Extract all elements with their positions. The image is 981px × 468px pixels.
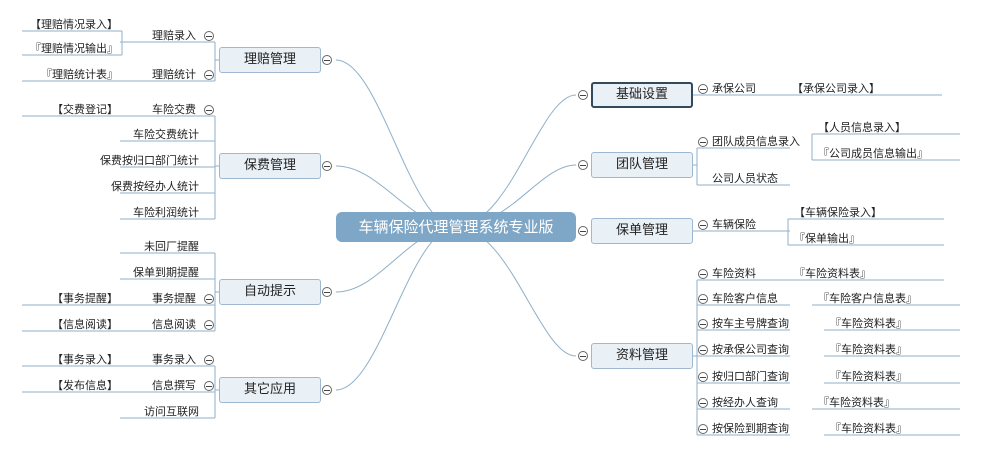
subtopic[interactable]: 保单到期提醒 xyxy=(133,266,199,279)
central-to-0-curve xyxy=(335,59,457,228)
central-to-right-3-curve xyxy=(455,226,577,357)
subtopic[interactable]: 理赔统计 xyxy=(152,68,196,81)
collapse-icon[interactable] xyxy=(204,381,214,391)
leaf-topic[interactable]: 『公司成员信息输出』 xyxy=(818,147,928,160)
main-topic-right-2[interactable]: 保单管理 xyxy=(591,218,693,244)
subtopic[interactable]: 信息撰写 xyxy=(152,379,196,392)
subtopic[interactable]: 承保公司 xyxy=(712,82,756,95)
main-topic-right-0[interactable]: 基础设置 xyxy=(591,82,693,108)
subtopic[interactable]: 按保险到期查询 xyxy=(712,422,789,435)
leaf-topic[interactable]: 【事务录入】 xyxy=(52,353,118,366)
collapse-icon[interactable] xyxy=(698,269,708,279)
subtopic[interactable]: 保费按经办人统计 xyxy=(111,180,199,193)
subtopic[interactable]: 保费按归口部门统计 xyxy=(100,154,199,167)
subtopic[interactable]: 按承保公司查询 xyxy=(712,343,789,356)
collapse-icon[interactable] xyxy=(698,84,708,94)
collapse-icon[interactable] xyxy=(578,226,588,236)
collapse-icon[interactable] xyxy=(204,320,214,330)
collapse-icon[interactable] xyxy=(322,287,332,297)
subtopic[interactable]: 访问互联网 xyxy=(144,405,199,418)
leaf-topic[interactable]: 『车险资料表』 xyxy=(818,396,895,409)
leaf-topic[interactable]: 【交费登记】 xyxy=(52,103,118,116)
collapse-icon[interactable] xyxy=(698,398,708,408)
collapse-icon[interactable] xyxy=(322,161,332,171)
subtopic[interactable]: 车辆保险 xyxy=(712,218,756,231)
leaf-topic[interactable]: 【车辆保险录入】 xyxy=(794,206,882,219)
subtopic[interactable]: 车险客户信息 xyxy=(712,292,778,305)
subtopic[interactable]: 车险资料 xyxy=(712,267,756,280)
leaf-topic[interactable]: 『车险资料表』 xyxy=(830,343,907,356)
subtopic[interactable]: 未回厂提醒 xyxy=(144,240,199,253)
leaf-topic[interactable]: 『理赔情况输出』 xyxy=(30,42,118,55)
collapse-icon[interactable] xyxy=(698,220,708,230)
subtopic[interactable]: 团队成员信息录入 xyxy=(712,135,800,148)
subtopic[interactable]: 按归口部门查询 xyxy=(712,370,789,383)
central-to-right-0-curve xyxy=(455,94,577,228)
collapse-icon[interactable] xyxy=(204,294,214,304)
subtopic[interactable]: 车险交费统计 xyxy=(133,128,199,141)
subtopic[interactable]: 信息阅读 xyxy=(152,318,196,331)
collapse-icon[interactable] xyxy=(322,385,332,395)
collapse-icon[interactable] xyxy=(204,31,214,41)
collapse-icon[interactable] xyxy=(204,355,214,365)
collapse-icon[interactable] xyxy=(578,160,588,170)
leaf-topic[interactable]: 『车险资料表』 xyxy=(830,317,907,330)
main-topic-left-1[interactable]: 保费管理 xyxy=(219,153,321,179)
subtopic[interactable]: 事务录入 xyxy=(152,353,196,366)
collapse-icon[interactable] xyxy=(698,319,708,329)
leaf-topic[interactable]: 『车险客户信息表』 xyxy=(818,292,917,305)
leaf-topic[interactable]: 『车险资料表』 xyxy=(830,370,907,383)
subtopic[interactable]: 按经办人查询 xyxy=(712,396,778,409)
collapse-icon[interactable] xyxy=(698,424,708,434)
leaf-topic[interactable]: 『保单输出』 xyxy=(794,232,860,245)
collapse-icon[interactable] xyxy=(698,137,708,147)
leaf-topic[interactable]: 【承保公司录入】 xyxy=(792,82,880,95)
collapse-icon[interactable] xyxy=(204,70,214,80)
collapse-icon[interactable] xyxy=(322,55,332,65)
leaf-topic[interactable]: 『车险资料表』 xyxy=(830,422,907,435)
leaf-topic[interactable]: 『车险资料表』 xyxy=(794,267,871,280)
leaf-topic[interactable]: 【人员信息录入】 xyxy=(818,121,906,134)
subtopic[interactable]: 公司人员状态 xyxy=(712,172,778,185)
leaf-topic[interactable]: 【事务提醒】 xyxy=(52,292,118,305)
collapse-icon[interactable] xyxy=(204,105,214,115)
leaf-topic[interactable]: 【信息阅读】 xyxy=(52,318,118,331)
collapse-icon[interactable] xyxy=(578,351,588,361)
leaf-topic[interactable]: 『理赔统计表』 xyxy=(41,68,118,81)
main-topic-left-2[interactable]: 自动提示 xyxy=(219,279,321,305)
collapse-icon[interactable] xyxy=(698,372,708,382)
central-topic[interactable]: 车辆保险代理管理系统专业版 xyxy=(336,212,576,242)
main-topic-right-3[interactable]: 资料管理 xyxy=(591,343,693,369)
subtopic[interactable]: 车险利润统计 xyxy=(133,206,199,219)
subtopic[interactable]: 车险交费 xyxy=(152,103,196,116)
central-to-3-curve xyxy=(335,226,457,391)
leaf-topic[interactable]: 【理赔情况录入】 xyxy=(30,18,118,31)
collapse-icon[interactable] xyxy=(698,294,708,304)
main-topic-right-1[interactable]: 团队管理 xyxy=(591,152,693,178)
subtopic[interactable]: 理赔录入 xyxy=(152,29,196,42)
main-topic-left-0[interactable]: 理赔管理 xyxy=(219,47,321,73)
subtopic[interactable]: 事务提醒 xyxy=(152,292,196,305)
subtopic[interactable]: 按车主号牌查询 xyxy=(712,317,789,330)
leaf-topic[interactable]: 【发布信息】 xyxy=(52,379,118,392)
main-topic-left-3[interactable]: 其它应用 xyxy=(219,377,321,403)
collapse-icon[interactable] xyxy=(698,345,708,355)
collapse-icon[interactable] xyxy=(578,90,588,100)
